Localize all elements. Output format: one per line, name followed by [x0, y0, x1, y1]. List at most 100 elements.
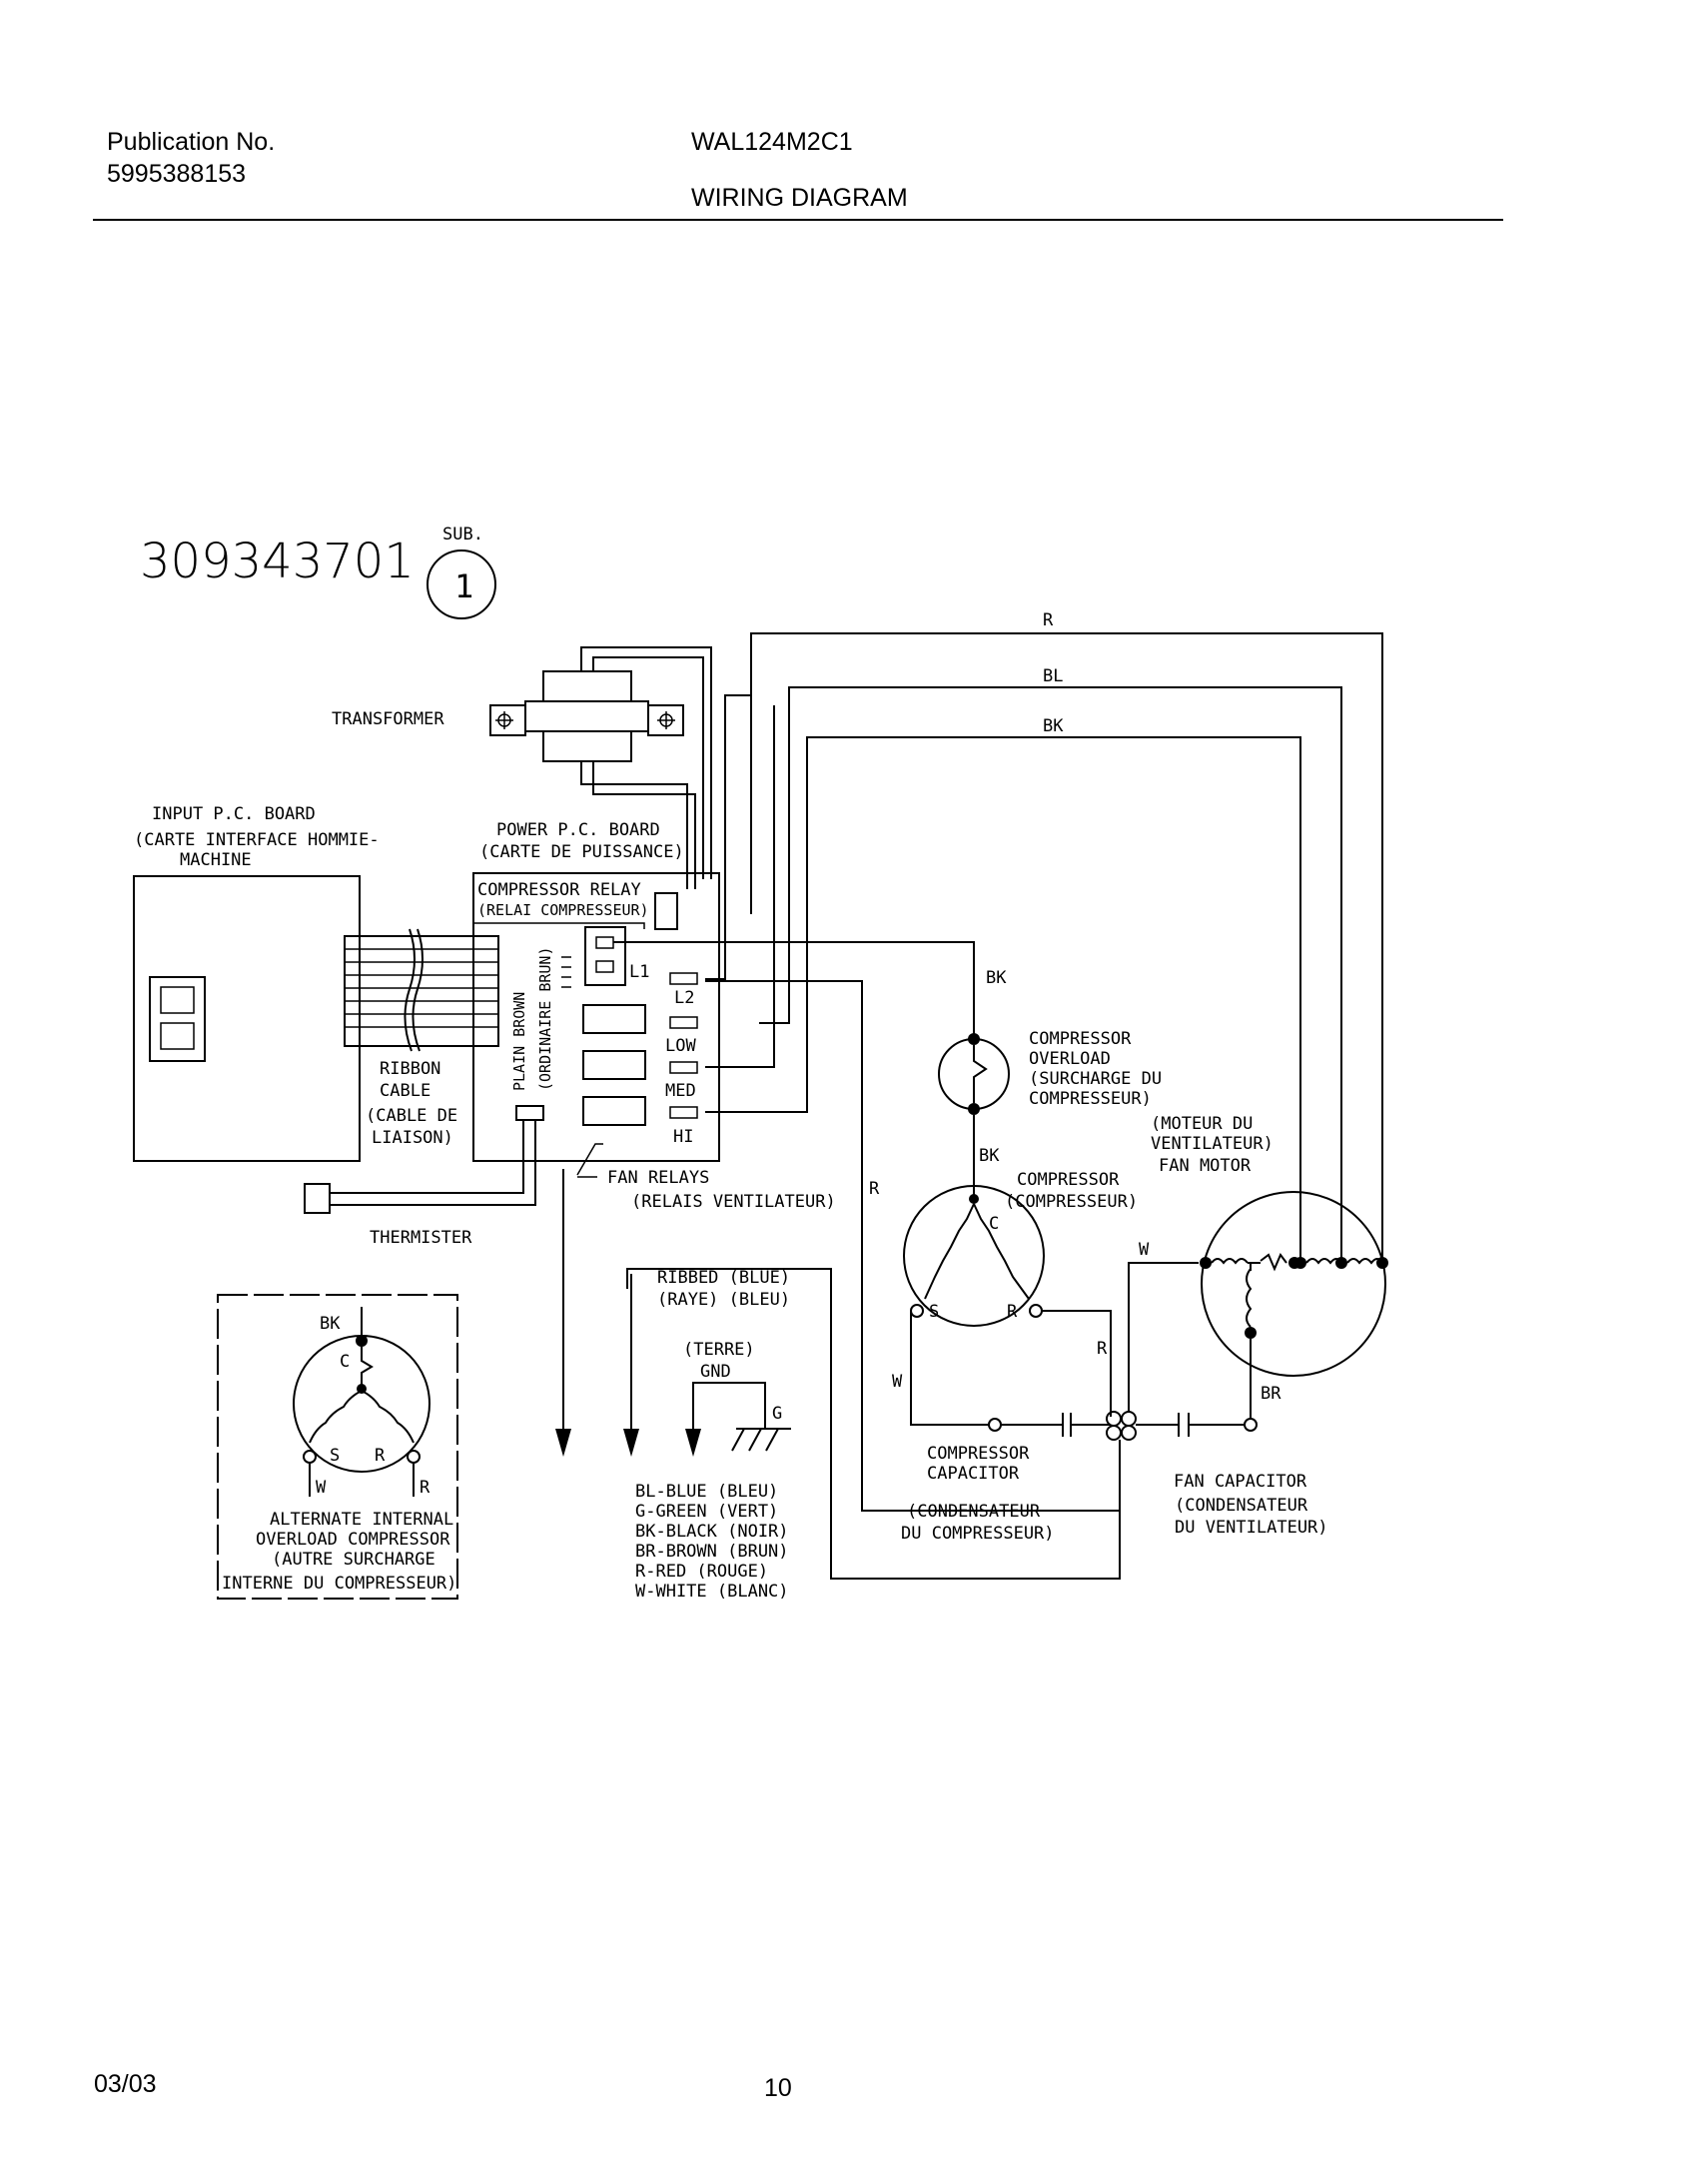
sub-label: SUB.: [442, 525, 483, 545]
alt-wire-r: R: [420, 1478, 430, 1498]
arrow-ribbed: [623, 1429, 639, 1457]
ribbon-cable-line-4: LIAISON): [372, 1128, 453, 1148]
compressor-winding-s: [924, 1203, 975, 1300]
power-board-line-2: (CARTE DE PUISSANCE): [479, 842, 684, 862]
part-number: 309343701: [140, 534, 415, 589]
alt-wire-bk: BK: [320, 1314, 341, 1334]
plain-brown-label: PLAIN BROWN: [510, 992, 528, 1091]
fan-motor-line-1: (MOTEUR DU: [1151, 1114, 1253, 1134]
power-board-line-1: POWER P.C. BOARD: [496, 820, 660, 840]
wire-l1-bk: [613, 941, 975, 1039]
alt-overload-switch: [361, 1347, 374, 1385]
alt-s-node: [303, 1450, 317, 1464]
fan-cond-line-1: (CONDENSATEUR: [1175, 1496, 1308, 1516]
wire-label-g: G: [772, 1404, 782, 1424]
wire-ground: [692, 1382, 766, 1429]
input-board-line-3: MACHINE: [180, 850, 252, 870]
compressor-relay-line-2: (RELAI COMPRESSEUR): [477, 901, 649, 919]
wire-label-bk-l1: BK: [986, 968, 1007, 988]
legend-line-5: R-RED (ROUGE): [635, 1562, 768, 1582]
terminal-hi: HI: [673, 1127, 693, 1147]
alt-overload-line-2: OVERLOAD COMPRESSOR: [256, 1530, 450, 1550]
alt-r-node: [407, 1450, 421, 1464]
board-connector: [515, 1105, 544, 1121]
wire-r-top: [750, 632, 1383, 1261]
legend-line-6: W-WHITE (BLANC): [635, 1582, 789, 1602]
wire-lower-loop: [830, 1299, 1121, 1580]
med-terminal: [669, 1061, 698, 1074]
display-seg-1: [160, 986, 195, 1014]
l2-terminal: [669, 972, 698, 985]
transformer: [489, 646, 712, 889]
alt-winding-s: [309, 1390, 363, 1444]
overload-line-1: COMPRESSOR: [1029, 1029, 1132, 1049]
input-board-line-2: (CARTE INTERFACE HOMMIE-: [134, 830, 380, 850]
compressor: [903, 1185, 1045, 1327]
model-number: WAL124M2C1: [691, 128, 853, 156]
fan-motor-line-3: FAN MOTOR: [1159, 1156, 1252, 1176]
input-board-line-1: INPUT P.C. BOARD: [152, 804, 316, 824]
comp-cond-line-1: (CONDENSATEUR: [907, 1502, 1041, 1522]
wire-med: [705, 705, 775, 1068]
legend-line-4: BR-BROWN (BRUN): [635, 1542, 789, 1562]
wire-label-r-comp: R: [1097, 1339, 1108, 1359]
wire-bl-top: [705, 694, 751, 980]
compressor-c: C: [989, 1214, 999, 1234]
ribbon-cable-line-2: CABLE: [380, 1081, 430, 1101]
sub-number: 1: [454, 567, 473, 605]
fan-motor: [1201, 1191, 1386, 1377]
overload-line-3: (SURCHARGE DU: [1029, 1069, 1162, 1089]
alt-terminal-r: R: [375, 1446, 386, 1466]
display-seg-2: [160, 1022, 195, 1050]
header-rule: [93, 219, 1503, 221]
legend-line-3: BK-BLACK (NOIR): [635, 1522, 789, 1542]
fan-relay-2: [582, 1050, 646, 1080]
wire-label-bk-comp: BK: [979, 1146, 1000, 1166]
power-board: [472, 872, 720, 1162]
wire-label-w-fan: W: [1139, 1240, 1150, 1260]
legend-line-2: G-GREEN (VERT): [635, 1502, 778, 1522]
page-title: WIRING DIAGRAM: [691, 184, 908, 212]
wire-bk-harness: [705, 736, 1301, 1261]
alt-terminal-c: C: [340, 1352, 350, 1372]
publication-number: 5995388153: [107, 160, 247, 188]
compressor-s: S: [929, 1302, 939, 1322]
wire-label-bk-top: BK: [1043, 716, 1064, 736]
terminal-low: LOW: [665, 1036, 696, 1056]
arrow-brown: [555, 1429, 571, 1457]
compressor-capacitor-line-1: COMPRESSOR: [927, 1444, 1030, 1464]
fan-cond-line-2: DU VENTILATEUR): [1175, 1518, 1328, 1538]
wire-label-br: BR: [1261, 1384, 1281, 1404]
thermister-wire-1: [330, 1120, 524, 1194]
compressor-r: R: [1007, 1302, 1018, 1322]
comp-cond-line-2: DU COMPRESSEUR): [901, 1524, 1055, 1544]
compressor-relay-line-1: COMPRESSOR RELAY: [477, 880, 641, 900]
terminal-l2: L2: [674, 988, 694, 1008]
alt-terminal-s: S: [330, 1446, 340, 1466]
sub-circle: [427, 549, 496, 619]
compressor-line-2: (COMPRESSEUR): [1005, 1192, 1138, 1212]
terminal-l1: L1: [629, 962, 649, 982]
overload-bottom-node: [968, 1103, 980, 1115]
l1-terminal-top: [595, 936, 614, 949]
l1-terminal-bottom: [595, 960, 614, 973]
alt-overload-line-1: ALTERNATE INTERNAL: [270, 1510, 453, 1530]
fan-cap-node: [1244, 1418, 1258, 1432]
l1-block: [584, 926, 626, 986]
display-digit-1: [149, 976, 206, 1062]
fan-relay-3: [582, 1096, 646, 1126]
compressor-s-node: [910, 1304, 924, 1318]
fan-motor-windings: [1200, 1253, 1388, 1339]
fan-relays-leader: [576, 1143, 603, 1176]
ribbon-cable-line-1: RIBBON: [380, 1059, 440, 1079]
fan-capacitor-label: FAN CAPACITOR: [1174, 1472, 1307, 1492]
fan-relays-line-1: FAN RELAYS: [607, 1168, 709, 1188]
legend-line-1: BL-BLUE (BLEU): [635, 1482, 778, 1502]
wire-label-r-top: R: [1043, 610, 1054, 630]
ordinaire-brun-label: (ORDINAIRE BRUN): [536, 947, 554, 1092]
overload-top-node: [968, 1033, 980, 1045]
low-terminal: [669, 1016, 698, 1029]
wire-r-capacitor: [1042, 1310, 1112, 1417]
fan-relay-1: [582, 1004, 646, 1034]
